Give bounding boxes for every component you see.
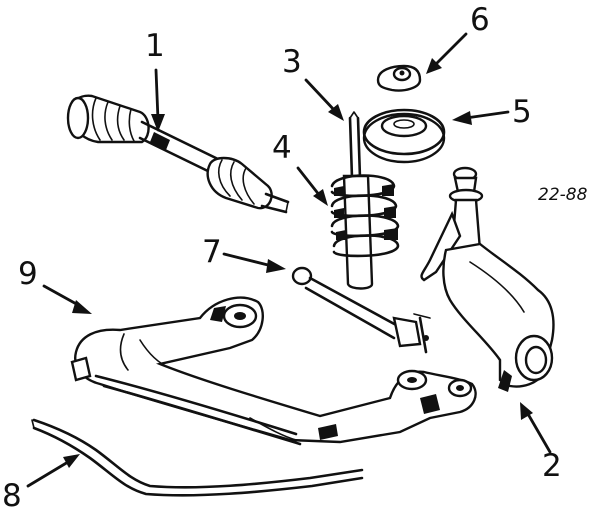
arrow-3	[304, 78, 338, 114]
drive-shaft-assembly	[66, 94, 290, 214]
callout-5: 5	[512, 94, 532, 130]
arrow-6	[434, 32, 468, 66]
spring-upper-seat	[362, 108, 446, 164]
callout-1: 1	[145, 28, 165, 64]
stabilizer-bar	[31, 418, 364, 497]
arrow-5	[464, 110, 510, 120]
callout-9: 9	[18, 256, 38, 292]
arrow-8	[26, 460, 70, 488]
arrow-9	[42, 284, 82, 308]
figure-reference-code: 22-88	[538, 185, 588, 205]
stabilizer-link	[291, 266, 431, 354]
callout-6: 6	[470, 2, 490, 38]
arrow-4	[296, 166, 322, 198]
callout-labels: 1 2 3 4 5 6 7 8 9	[2, 2, 562, 513]
arrow-1	[154, 68, 160, 122]
arrow-7	[222, 252, 274, 268]
strut-and-coil-spring	[330, 111, 400, 290]
strut-mount-plate	[376, 64, 422, 92]
leader-arrows	[26, 32, 552, 488]
front-subframe	[70, 296, 477, 446]
callout-3: 3	[282, 44, 302, 80]
callout-4: 4	[272, 130, 292, 166]
callout-8: 8	[2, 478, 22, 513]
callout-7: 7	[202, 234, 222, 270]
arrow-2	[526, 412, 552, 454]
callout-2: 2	[542, 448, 562, 484]
steering-knuckle	[420, 166, 555, 392]
